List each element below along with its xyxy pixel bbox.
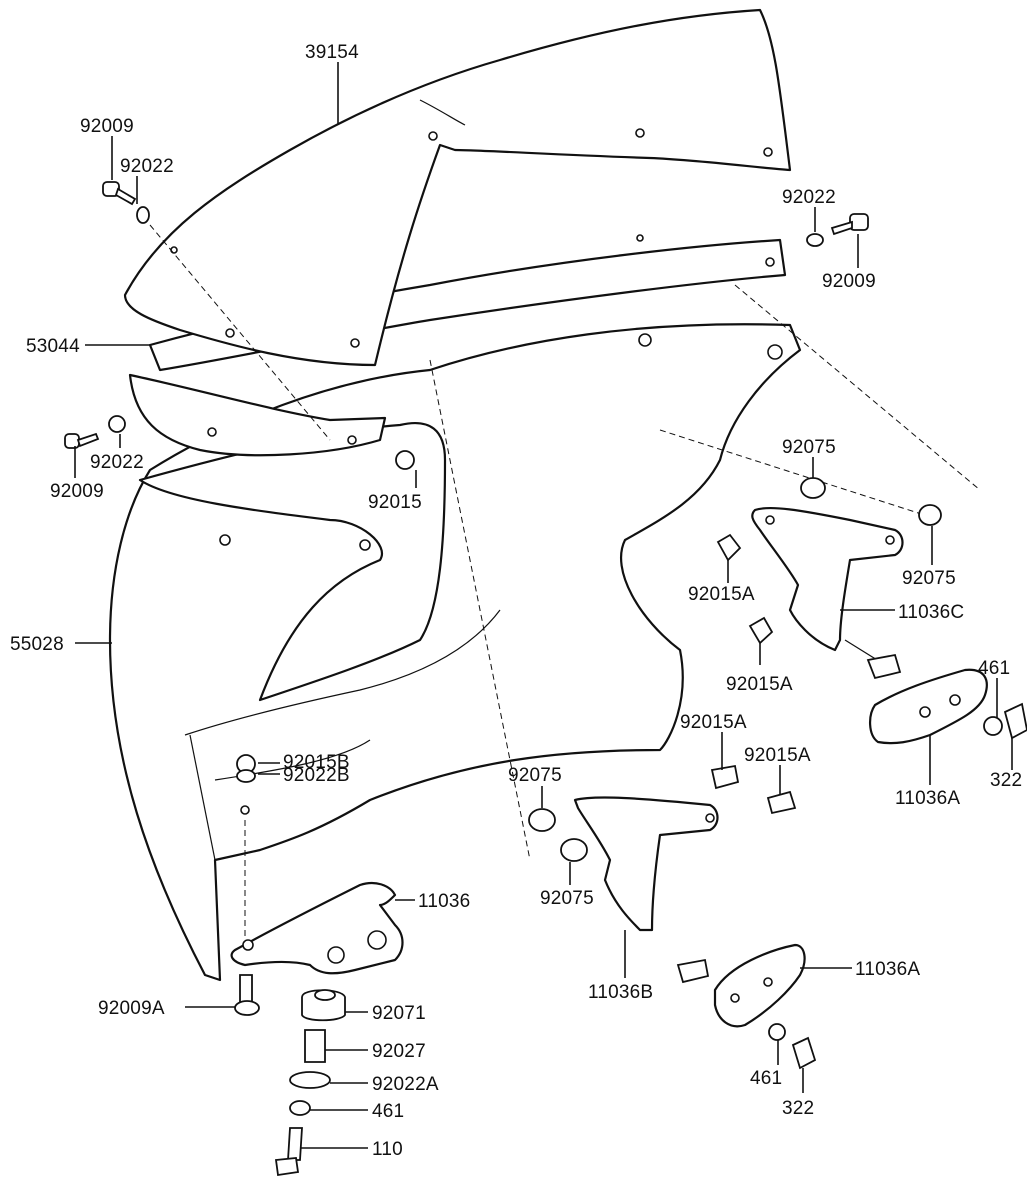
label-92075-b: 92075: [902, 568, 956, 589]
label-92022-tl: 92022: [120, 156, 174, 177]
label-11036A-a: 11036A: [895, 788, 960, 809]
grommet-92075-a: [800, 477, 826, 499]
label-92015A-b: 92015A: [726, 674, 793, 695]
washer-92022B: [236, 769, 256, 783]
stud-11036B: [676, 958, 710, 984]
label-92022B: 92022B: [283, 765, 350, 786]
label-55028: 55028: [10, 634, 64, 655]
trim-53044-front: [128, 373, 387, 457]
screw-92009-tr: [830, 213, 869, 236]
grommet-92075-d: [560, 838, 588, 862]
bracket-11036C: [751, 506, 904, 652]
washer-92022-tl: [136, 206, 150, 224]
grommet-92075-c: [528, 808, 556, 832]
bolt-110: [287, 1127, 303, 1161]
label-92015: 92015: [368, 492, 422, 513]
mount-11036A-upper: [869, 668, 988, 745]
label-92009-tr: 92009: [822, 271, 876, 292]
windshield-crease: [419, 99, 466, 126]
nut-322-a: [1003, 702, 1027, 740]
label-92075-a: 92075: [782, 437, 836, 458]
label-110: 110: [372, 1139, 403, 1160]
cowl-lower-edge: [189, 734, 216, 861]
label-92027: 92027: [372, 1041, 426, 1062]
screw-92009A: [239, 974, 253, 1003]
label-39154: 39154: [305, 42, 359, 63]
bracket-11036B: [573, 796, 719, 932]
label-11036C: 11036C: [898, 602, 964, 623]
label-92009A: 92009A: [98, 998, 165, 1019]
washer-92022-tr: [806, 233, 824, 247]
label-92015A-c: 92015A: [680, 712, 747, 733]
mount-11036A-lower: [713, 943, 806, 1028]
label-11036B: 11036B: [588, 982, 653, 1003]
label-92022A: 92022A: [372, 1074, 439, 1095]
collar-92015A-b: [748, 616, 774, 645]
bracket-11036: [230, 881, 404, 975]
label-322-a: 322: [990, 770, 1022, 791]
screw-92009-ml: [64, 432, 100, 449]
label-11036: 11036: [418, 891, 470, 912]
label-461-a: 461: [978, 658, 1010, 679]
stud-11036C: [866, 653, 902, 680]
label-92075-d: 92075: [540, 888, 594, 909]
label-461-b: 461: [372, 1101, 404, 1122]
cowl-inner-opening: [138, 422, 447, 702]
washer-92022-ml: [108, 415, 126, 433]
label-92015B: 92015B: [283, 752, 350, 773]
nut-322-b: [791, 1036, 817, 1070]
grommet-92075-b: [918, 504, 942, 526]
washer-92022A: [289, 1071, 331, 1089]
collar-92027: [304, 1029, 326, 1063]
cowl-edge-line: [184, 609, 501, 736]
label-92015A-a: 92015A: [688, 584, 755, 605]
label-92075-c: 92075: [508, 765, 562, 786]
washer-461-a: [983, 716, 1003, 736]
screw-92009-tl: [102, 181, 137, 206]
label-92015A-d: 92015A: [744, 745, 811, 766]
washer-461-b: [289, 1100, 311, 1116]
grommet-92015: [395, 450, 415, 470]
label-322-b: 322: [782, 1098, 814, 1119]
washer-461-c: [768, 1023, 786, 1041]
label-92071: 92071: [372, 1003, 426, 1024]
label-461-c: 461: [750, 1068, 782, 1089]
label-92022-tr: 92022: [782, 187, 836, 208]
collar-92015A-d: [766, 790, 797, 815]
windshield-39154: [123, 8, 792, 367]
label-92009-ml: 92009: [50, 481, 104, 502]
label-11036A-b: 11036A: [855, 959, 920, 980]
label-53044: 53044: [26, 336, 80, 357]
label-92009-tl: 92009: [80, 116, 134, 137]
label-92022-ml: 92022: [90, 452, 144, 473]
collar-92015A-a: [716, 533, 742, 562]
collar-92015A-c: [710, 764, 740, 790]
